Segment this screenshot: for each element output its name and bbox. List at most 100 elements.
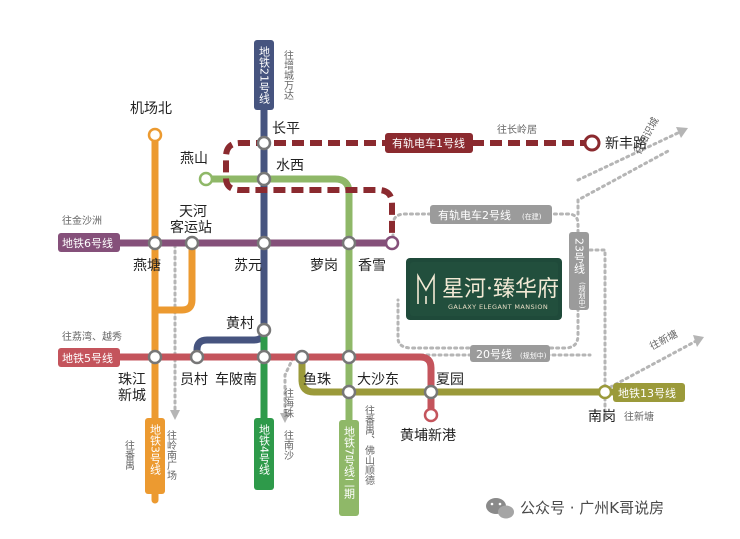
hint-xintang: 往新塘: [624, 410, 654, 423]
label-huangcun: 黄村: [226, 315, 254, 332]
arrow-icon: [693, 335, 704, 347]
hint-haizhu: 往海珠: [282, 387, 294, 419]
brand-name-en: GALAXY ELEGANT MANSION: [448, 303, 548, 311]
label-suyuan: 苏元: [234, 258, 262, 274]
arrow-icon: [280, 413, 290, 423]
station-xiangxue[interactable]: [384, 235, 400, 251]
tag-tram1-text: 有轨电车1号线: [392, 136, 465, 150]
tag-metro4-text: 地铁4号线: [258, 424, 271, 475]
tag-metro7-text: 地铁7号线二期: [343, 426, 356, 500]
line-metro13: [298, 353, 616, 396]
tag-line23: [569, 232, 589, 310]
hint-nansha: 往南沙: [282, 429, 294, 460]
brand-logo-icon: [417, 272, 435, 304]
label-yuzhu: 鱼珠: [303, 371, 331, 388]
label-xiayuan: 夏园: [436, 372, 464, 388]
tag-metro5: [58, 348, 120, 367]
watermark: 公众号 · 广州K哥说房: [486, 498, 664, 519]
tag-line23-text: 23号线: [573, 238, 586, 274]
station-xinfenglu[interactable]: [583, 134, 601, 152]
label-jichangbei: 机场北: [130, 101, 172, 117]
label-luogang: 萝岗: [310, 258, 338, 274]
hint-panyu-foshan: 往番禺、佛山顺德: [363, 404, 375, 486]
station-jichangbei[interactable]: [147, 127, 163, 143]
station-yuzhu[interactable]: [294, 349, 310, 365]
line-tram1: [223, 140, 592, 243]
tag-line20-note: (规划中): [520, 351, 547, 360]
station-yuancun[interactable]: [189, 349, 205, 365]
label-yantang: 燕塘: [133, 258, 161, 274]
tag-line23-note: (规划中): [578, 282, 586, 309]
hint-jinshazhou: 往金沙洲: [62, 214, 102, 227]
label-nangang: 南岗: [588, 409, 616, 425]
tag-metro21-text: 地铁21号线: [258, 46, 271, 104]
line-tags: 地铁21号线 有轨电车1号线 有轨电车2号线 (在建) 地铁6号线 地铁5号线 …: [58, 40, 685, 516]
hint-panyu-left: 往番禺: [123, 439, 135, 470]
label-tianhe-1: 天河: [179, 204, 207, 220]
label-xinfenglu: 新丰路: [605, 136, 647, 152]
wechat-icon: [486, 498, 514, 519]
arrow-icon: [170, 410, 180, 420]
tag-metro4: [254, 418, 274, 490]
tag-metro6-text: 地铁6号线: [62, 236, 113, 250]
tag-metro6: [58, 233, 120, 252]
station-nangang[interactable]: [597, 384, 613, 400]
tag-metro13: [613, 383, 685, 402]
station-xiayuan[interactable]: [423, 384, 439, 400]
tag-metro3-text: 地铁3号线: [149, 424, 162, 475]
watermark-text: 公众号 · 广州K哥说房: [520, 499, 664, 517]
hint-zengcheng: 往增城万达: [282, 49, 294, 100]
label-dashadong: 大沙东: [357, 372, 399, 388]
tag-tram2-note: (在建): [522, 212, 542, 221]
label-yuancun: 员村: [180, 372, 208, 388]
planned-arrows: [170, 127, 704, 423]
label-huangpu: 黄埔新港: [400, 427, 456, 444]
station-chebeinan[interactable]: [256, 349, 272, 365]
brand-name-cn: 星河·臻华府: [442, 277, 559, 302]
hint-lingnan: 往岭南广场: [165, 429, 177, 481]
label-chebeinan: 车陂南: [215, 371, 257, 388]
station-labels: 长平 新丰路 燕山 水西 机场北 天河 客运站 燕塘 苏元 萝岗 香雪 黄村 珠…: [118, 101, 647, 444]
label-zhujiang-1: 珠江: [118, 372, 146, 388]
route-20-ext: [603, 338, 700, 392]
tag-tram2: [430, 205, 552, 224]
stations: [147, 127, 613, 423]
route-haizhu: [283, 356, 295, 417]
station-zhujiang[interactable]: [147, 349, 163, 365]
station-suyuan[interactable]: [256, 235, 272, 251]
label-shuixi: 水西: [276, 158, 304, 174]
route-tram-ext: [576, 130, 682, 182]
station-tianhe[interactable]: [184, 235, 200, 251]
arrow-icon: [676, 127, 688, 138]
tag-metro3: [145, 418, 165, 494]
tag-tram1: [385, 133, 473, 153]
hint-liwan: 往荔湾、越秀: [62, 330, 122, 343]
station-huangcun[interactable]: [256, 322, 272, 338]
label-xiangxue: 香雪: [358, 258, 386, 274]
station-yantang[interactable]: [147, 235, 163, 251]
station-shuixi[interactable]: [256, 171, 272, 187]
hint-changlingju: 往长岭居: [497, 123, 537, 136]
hint-xintang-north: 往新塘: [647, 327, 680, 353]
station-dashadong[interactable]: [341, 349, 357, 365]
label-yanshan: 燕山: [180, 151, 208, 167]
tag-line20-text: 20号线: [476, 347, 512, 361]
tag-metro7: [339, 420, 359, 516]
label-zhujiang-2: 新城: [118, 388, 146, 404]
tag-metro13-text: 地铁13号线: [618, 386, 676, 400]
route-23: [576, 248, 607, 392]
station-yanshan[interactable]: [198, 171, 214, 187]
tag-tram2-text: 有轨电车2号线: [438, 208, 511, 222]
station-luogang[interactable]: [341, 235, 357, 251]
line-metro5: [114, 353, 435, 419]
station-l7-l13[interactable]: [341, 384, 357, 400]
station-huangpu[interactable]: [423, 407, 439, 423]
label-changping: 长平: [272, 121, 300, 137]
tag-metro21: [254, 40, 274, 110]
station-changping[interactable]: [256, 135, 272, 151]
tag-line20: [470, 345, 550, 362]
route-23-top: [576, 148, 672, 216]
label-tianhe-2: 客运站: [170, 219, 212, 236]
tag-metro5-text: 地铁5号线: [62, 351, 113, 365]
